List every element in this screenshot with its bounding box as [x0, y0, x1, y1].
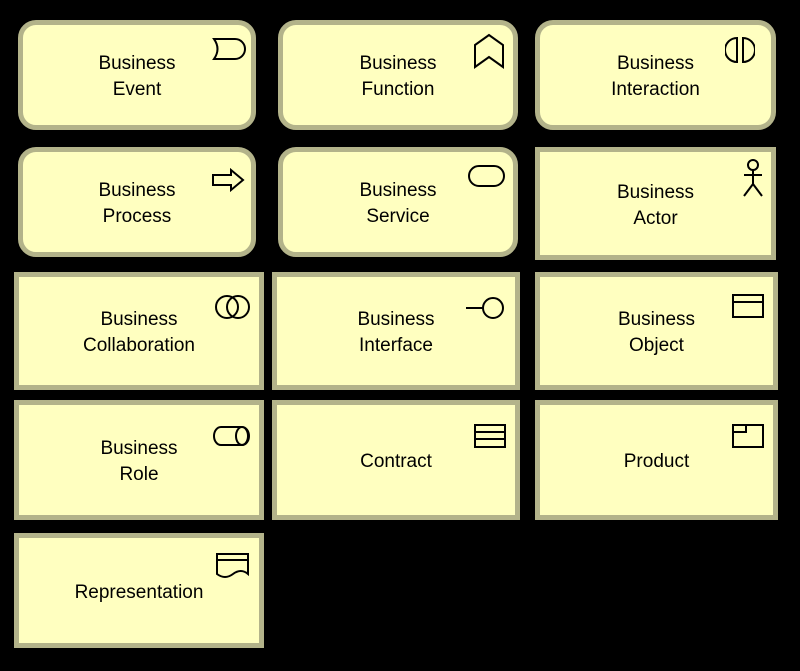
element-label: Business Interface [357, 309, 435, 356]
element-business-interface[interactable]: Business Interface [272, 272, 520, 390]
element-business-event[interactable]: Business Event [18, 20, 256, 130]
element-label: Business Role [100, 438, 178, 485]
role-cylinder-icon [213, 425, 251, 447]
element-business-interaction[interactable]: Business Interaction [535, 20, 776, 130]
element-label: Business Object [617, 309, 696, 356]
actor-stick-figure-icon [741, 158, 765, 198]
service-rounded-rect-icon [467, 164, 507, 188]
element-business-actor[interactable]: Business Actor [535, 147, 776, 260]
element-label: Business Interaction [611, 53, 700, 100]
element-business-service[interactable]: Business Service [278, 147, 518, 257]
function-chevron-icon [473, 33, 505, 69]
element-label: Product [623, 451, 690, 472]
interaction-split-circle-icon [725, 36, 755, 64]
element-business-function[interactable]: Business Function [278, 20, 518, 130]
event-icon [211, 37, 247, 61]
element-label: Business Event [98, 53, 176, 100]
element-representation[interactable]: Representation [14, 533, 264, 648]
product-tabbed-rectangle-icon [731, 423, 765, 449]
collaboration-overlapping-circles-icon [215, 293, 251, 321]
element-business-object[interactable]: Business Object [535, 272, 778, 390]
element-business-collaboration[interactable]: Business Collaboration [14, 272, 264, 390]
element-label: Business Service [359, 180, 437, 227]
element-contract[interactable]: Contract [272, 400, 520, 520]
element-business-role[interactable]: Business Role [14, 400, 264, 520]
element-label: Business Function [359, 53, 437, 100]
element-business-process[interactable]: Business Process [18, 147, 256, 257]
process-arrow-icon [211, 168, 245, 192]
element-label: Business Collaboration [83, 309, 195, 356]
element-label: Business Actor [616, 181, 695, 229]
contract-lined-rectangle-icon [473, 423, 507, 449]
element-product[interactable]: Product [535, 400, 778, 520]
representation-wavy-icon [215, 552, 251, 580]
element-label: Business Process [98, 180, 176, 227]
interface-lollipop-icon [465, 295, 507, 321]
element-label: Contract [360, 451, 432, 472]
object-rectangle-icon [731, 293, 765, 319]
element-label: Representation [74, 581, 204, 603]
